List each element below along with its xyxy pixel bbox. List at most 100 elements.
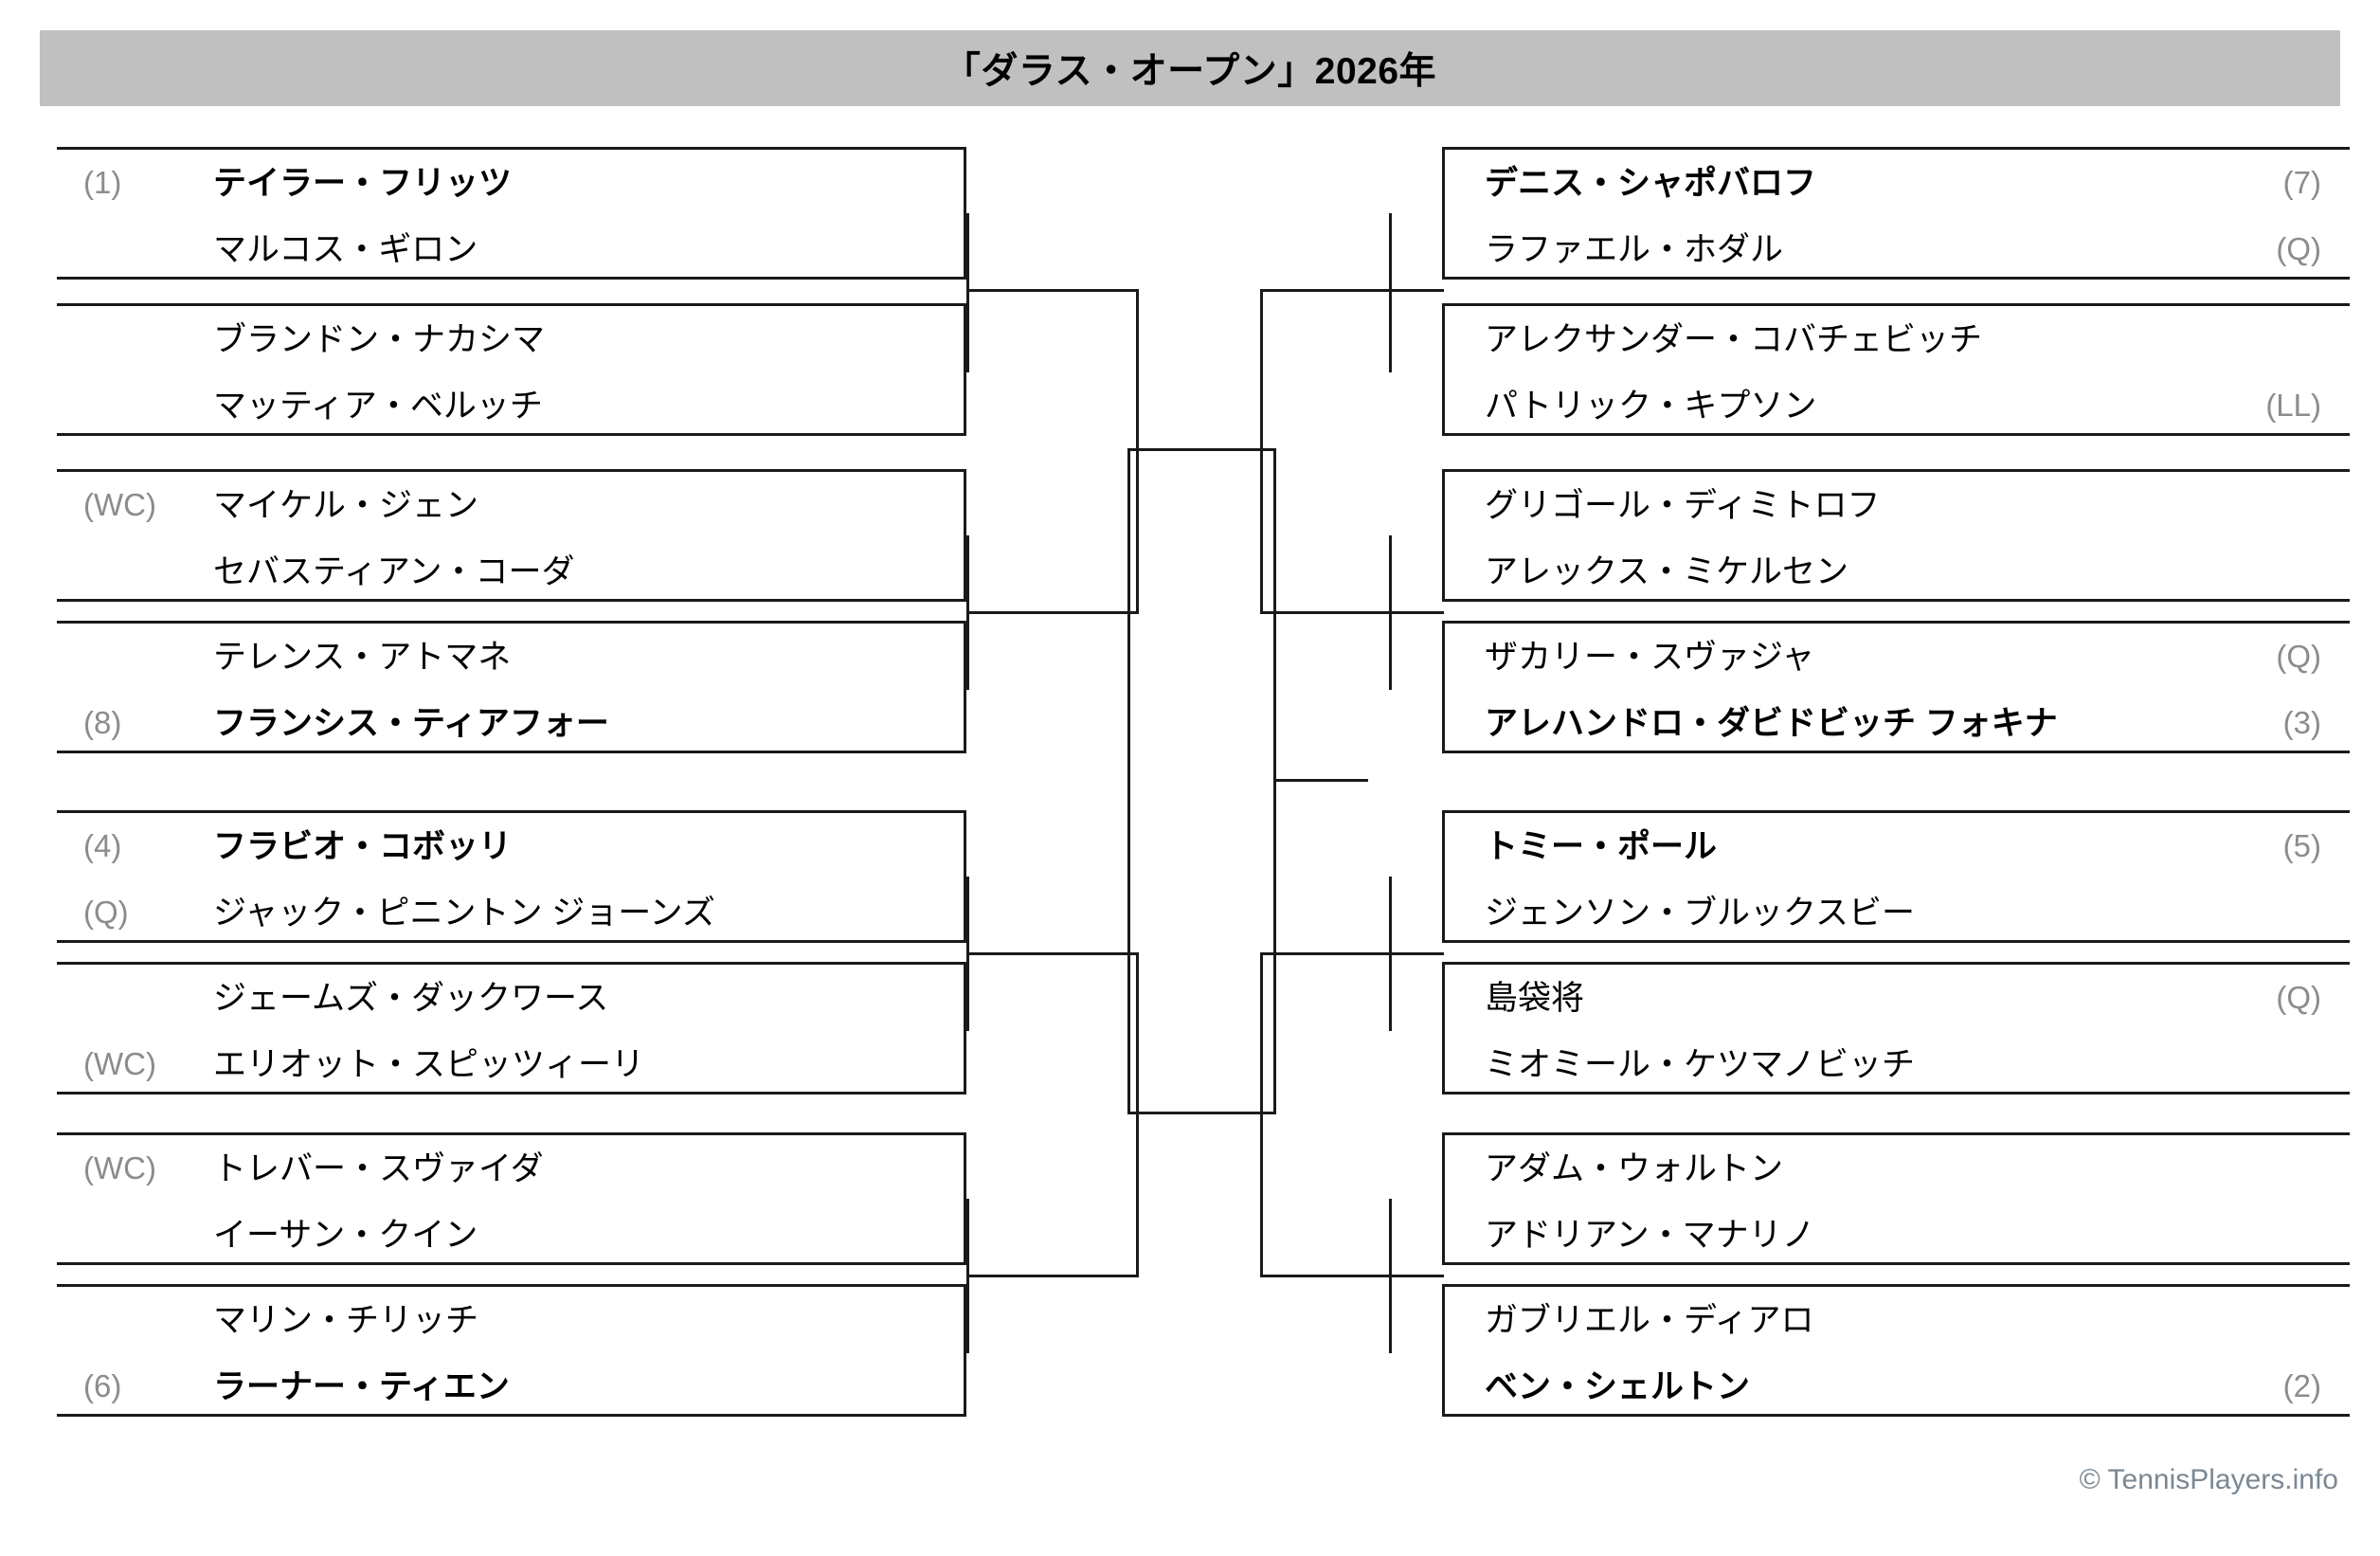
player-slot[interactable]: アドリアン・マナリノ <box>1445 1202 2350 1268</box>
match-block[interactable]: (Q) ザカリー・スヴァジャ (3) アレハンドロ・ダビドビッチ フォキナ <box>1442 621 2350 753</box>
player-name: マリン・チリッチ <box>213 1301 479 1339</box>
player-name: テレンス・アトマネ <box>213 638 512 676</box>
connector-line <box>1260 289 1263 614</box>
connector-line <box>1389 289 1444 292</box>
player-slot[interactable]: マリン・チリッチ <box>57 1287 964 1353</box>
connector-line <box>966 289 1139 292</box>
player-slot[interactable]: イーサン・クイン <box>57 1202 964 1268</box>
match-block[interactable]: (5) トミー・ポール ジェンソン・ブルックスビー <box>1442 810 2350 943</box>
match-block[interactable]: (7) デニス・シャポバロフ (Q) ラファエル・ホダル <box>1442 147 2350 280</box>
player-slot[interactable]: (5) トミー・ポール <box>1445 813 2350 879</box>
connector-line <box>1136 952 1139 1277</box>
connector-line <box>1127 1112 1262 1114</box>
player-slot[interactable]: (3) アレハンドロ・ダビドビッチ フォキナ <box>1445 690 2350 756</box>
match-block[interactable]: ジェームズ・ダックワース (WC) エリオット・スピッツィーリ <box>57 962 966 1095</box>
connector-line <box>966 952 1139 955</box>
player-slot[interactable]: (Q) ラファエル・ホダル <box>1445 216 2350 282</box>
match-block[interactable]: アレクサンダー・コバチェビッチ (LL) パトリック・キプソン <box>1442 303 2350 436</box>
match-block[interactable]: (4) フラビオ・コボッリ (Q) ジャック・ピニントン ジョーンズ <box>57 810 966 943</box>
player-slot[interactable]: (LL) パトリック・キプソン <box>1445 372 2350 439</box>
player-name: グリゴール・ディミトロフ <box>1485 486 1881 524</box>
player-tag: (Q) <box>83 895 129 930</box>
player-name: セバスティアン・コーダ <box>213 552 575 590</box>
player-tag: (WC) <box>83 1150 156 1185</box>
player-name: デニス・シャポバロフ <box>1485 164 1817 202</box>
player-tag: (5) <box>2282 828 2321 863</box>
player-name: イーサン・クイン <box>213 1216 478 1254</box>
player-name: アレクサンダー・コバチェビッチ <box>1485 320 1983 358</box>
player-slot[interactable]: (WC) マイケル・ジェン <box>57 472 964 538</box>
player-tag: (LL) <box>2265 388 2321 423</box>
player-tag: (Q) <box>2276 231 2321 266</box>
player-name: フランシス・ティアフォー <box>213 704 609 742</box>
player-slot[interactable]: アレックス・ミケルセン <box>1445 538 2350 605</box>
player-slot[interactable]: ガブリエル・ディアロ <box>1445 1287 2350 1353</box>
player-slot[interactable]: (WC) エリオット・スピッツィーリ <box>57 1031 964 1097</box>
player-name: ガブリエル・ディアロ <box>1485 1301 1814 1339</box>
player-slot[interactable]: (Q) ジャック・ピニントン ジョーンズ <box>57 879 964 946</box>
player-name: トレバー・スヴァイダ <box>213 1149 544 1187</box>
match-block[interactable]: (WC) トレバー・スヴァイダ イーサン・クイン <box>57 1132 966 1265</box>
connector-line <box>1389 1275 1444 1277</box>
player-tag: (4) <box>83 828 122 863</box>
player-tag: (7) <box>2282 165 2321 200</box>
player-slot[interactable]: (WC) トレバー・スヴァイダ <box>57 1135 964 1202</box>
player-name: マッティア・ベルッチ <box>213 387 543 425</box>
player-name: ジェームズ・ダックワース <box>213 979 609 1017</box>
match-block[interactable]: テレンス・アトマネ (8) フランシス・ティアフォー <box>57 621 966 753</box>
connector-line <box>1260 952 1391 955</box>
player-tag: (Q) <box>2276 639 2321 674</box>
player-tag: (8) <box>83 705 122 740</box>
match-block[interactable]: (WC) マイケル・ジェン セバスティアン・コーダ <box>57 469 966 602</box>
player-name: アドリアン・マナリノ <box>1485 1216 1815 1254</box>
player-name: アダム・ウォルトン <box>1485 1149 1784 1187</box>
player-slot[interactable]: (4) フラビオ・コボッリ <box>57 813 964 879</box>
player-slot[interactable]: (7) デニス・シャポバロフ <box>1445 150 2350 216</box>
player-name: マルコス・ギロン <box>213 230 478 268</box>
player-slot[interactable]: (Q) ザカリー・スヴァジャ <box>1445 624 2350 690</box>
connector-line <box>1389 213 1392 372</box>
match-block[interactable]: (Q) 島袋将 ミオミール・ケツマノビッチ <box>1442 962 2350 1095</box>
player-slot[interactable]: (Q) 島袋将 <box>1445 965 2350 1031</box>
match-block[interactable]: アダム・ウォルトン アドリアン・マナリノ <box>1442 1132 2350 1265</box>
player-slot[interactable]: ブランドン・ナカシマ <box>57 306 964 372</box>
player-slot[interactable]: アレクサンダー・コバチェビッチ <box>1445 306 2350 372</box>
player-slot[interactable]: (1) テイラー・フリッツ <box>57 150 964 216</box>
player-name: ジャック・ピニントン ジョーンズ <box>213 894 715 932</box>
connector-line <box>966 611 1139 614</box>
connector-line <box>1389 611 1444 614</box>
player-tag: (1) <box>83 165 122 200</box>
player-name: ザカリー・スヴァジャ <box>1485 638 1815 676</box>
match-block[interactable]: ブランドン・ナカシマ マッティア・ベルッチ <box>57 303 966 436</box>
player-slot[interactable]: (8) フランシス・ティアフォー <box>57 690 964 756</box>
connector-line <box>1127 448 1262 451</box>
player-slot[interactable]: ジェームズ・ダックワース <box>57 965 964 1031</box>
player-name: ベン・シェルトン <box>1485 1367 1751 1405</box>
player-slot[interactable]: ジェンソン・ブルックスビー <box>1445 879 2350 946</box>
player-slot[interactable]: マッティア・ベルッチ <box>57 372 964 439</box>
connector-line <box>1389 952 1444 955</box>
match-block[interactable]: ガブリエル・ディアロ (2) ベン・シェルトン <box>1442 1284 2350 1417</box>
player-name: ジェンソン・ブルックスビー <box>1485 894 1915 932</box>
player-slot[interactable]: セバスティアン・コーダ <box>57 538 964 605</box>
player-slot[interactable]: アダム・ウォルトン <box>1445 1135 2350 1202</box>
player-name: アレックス・ミケルセン <box>1485 552 1848 590</box>
copyright-credit: © TennisPlayers.info <box>2079 1464 2338 1495</box>
match-block[interactable]: マリン・チリッチ (6) ラーナー・ティエン <box>57 1284 966 1417</box>
match-block[interactable]: グリゴール・ディミトロフ アレックス・ミケルセン <box>1442 469 2350 602</box>
player-name: テイラー・フリッツ <box>213 164 513 202</box>
player-slot[interactable]: (6) ラーナー・ティエン <box>57 1353 964 1420</box>
player-tag: (2) <box>2282 1368 2321 1403</box>
match-block[interactable]: (1) テイラー・フリッツ マルコス・ギロン <box>57 147 966 280</box>
player-slot[interactable]: マルコス・ギロン <box>57 216 964 282</box>
player-slot[interactable]: グリゴール・ディミトロフ <box>1445 472 2350 538</box>
connector-line <box>1273 779 1368 782</box>
player-name: トミー・ポール <box>1485 827 1718 865</box>
player-tag: (WC) <box>83 1046 156 1081</box>
title-bar: 「ダラス・オープン」2026年 <box>40 30 2340 106</box>
player-slot[interactable]: テレンス・アトマネ <box>57 624 964 690</box>
player-slot[interactable]: (2) ベン・シェルトン <box>1445 1353 2350 1420</box>
connector-line <box>1260 611 1391 614</box>
player-slot[interactable]: ミオミール・ケツマノビッチ <box>1445 1031 2350 1097</box>
